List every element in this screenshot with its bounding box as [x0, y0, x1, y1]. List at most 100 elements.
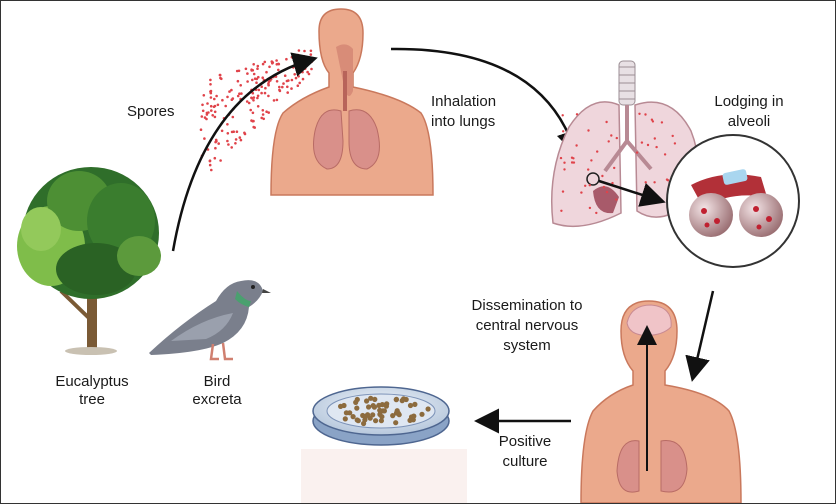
dot: [309, 49, 313, 53]
dot: [209, 96, 213, 99]
dot: [354, 405, 360, 411]
dot: [230, 88, 233, 92]
dot: [561, 114, 564, 117]
dot: [407, 402, 414, 409]
dot: [302, 64, 306, 68]
dot: [377, 411, 383, 417]
dot: [200, 115, 204, 118]
dot: [286, 91, 290, 94]
lodging-label-1: Lodging in: [714, 93, 784, 110]
dot: [234, 138, 238, 141]
dot: [261, 113, 265, 116]
spores-label: Spores: [127, 103, 175, 120]
dot: [256, 105, 260, 108]
dot: [221, 98, 224, 102]
dot: [290, 87, 293, 90]
dot: [412, 401, 418, 407]
dot: [255, 81, 258, 84]
dot: [393, 420, 399, 426]
dot: [396, 412, 402, 418]
dot: [376, 402, 382, 408]
human-body-lower-icon: [580, 300, 742, 503]
dot: [282, 82, 285, 85]
dot: [240, 92, 243, 95]
dot: [226, 95, 229, 99]
dot: [257, 75, 260, 79]
dot: [208, 159, 212, 163]
dot: [341, 402, 347, 409]
dot: [638, 112, 641, 116]
dot: [673, 142, 677, 145]
dot: [371, 404, 377, 410]
dot: [253, 126, 256, 129]
dot: [203, 137, 206, 140]
dot: [249, 108, 252, 112]
dot: [224, 104, 227, 108]
dot: [213, 115, 217, 119]
dot: [610, 134, 613, 137]
dot: [611, 181, 614, 185]
dot: [201, 103, 204, 107]
dot: [251, 111, 255, 115]
dot: [256, 64, 260, 68]
dot: [275, 59, 278, 62]
dot: [595, 211, 598, 215]
dot: [260, 91, 263, 95]
dot: [261, 109, 265, 112]
dot: [214, 146, 217, 150]
dot: [275, 98, 279, 102]
dot: [425, 406, 431, 412]
dot: [383, 403, 389, 409]
dot: [208, 163, 212, 167]
dot: [301, 70, 304, 74]
dot: [575, 144, 578, 147]
dot: [236, 79, 240, 83]
dot: [260, 116, 264, 120]
dot: [252, 99, 255, 102]
dot: [251, 78, 254, 82]
dot: [264, 86, 267, 90]
dot: [293, 73, 297, 76]
dot: [250, 96, 253, 100]
dot: [644, 113, 647, 116]
dot: [236, 94, 240, 98]
dot: [281, 85, 284, 89]
dot: [570, 156, 574, 159]
dot: [663, 153, 667, 156]
dot: [267, 94, 270, 98]
dot: [377, 407, 383, 413]
human-torso-icon: [270, 8, 434, 196]
dot: [226, 123, 229, 126]
dot: [209, 83, 212, 86]
dot: [277, 62, 281, 66]
dot: [286, 85, 289, 89]
dot: [296, 84, 300, 87]
dot: [246, 72, 249, 75]
dissemination-label-3: system: [503, 337, 551, 354]
dot: [407, 417, 413, 423]
dot: [278, 88, 281, 92]
dot: [209, 78, 212, 82]
dot: [203, 116, 207, 119]
dot: [239, 138, 243, 142]
dot: [219, 76, 222, 80]
dot: [244, 67, 248, 71]
dot: [306, 70, 309, 74]
dot: [227, 143, 230, 146]
dot: [310, 67, 313, 71]
dot: [587, 168, 590, 171]
dot: [226, 139, 229, 143]
dot: [228, 90, 231, 93]
dot: [615, 198, 618, 201]
dot: [251, 91, 255, 95]
dot: [294, 76, 298, 80]
dot: [640, 141, 644, 144]
dot: [584, 184, 587, 187]
dot: [239, 84, 242, 87]
dot: [283, 74, 287, 77]
dot: [214, 138, 218, 142]
dot: [230, 146, 233, 149]
dot: [220, 129, 224, 133]
